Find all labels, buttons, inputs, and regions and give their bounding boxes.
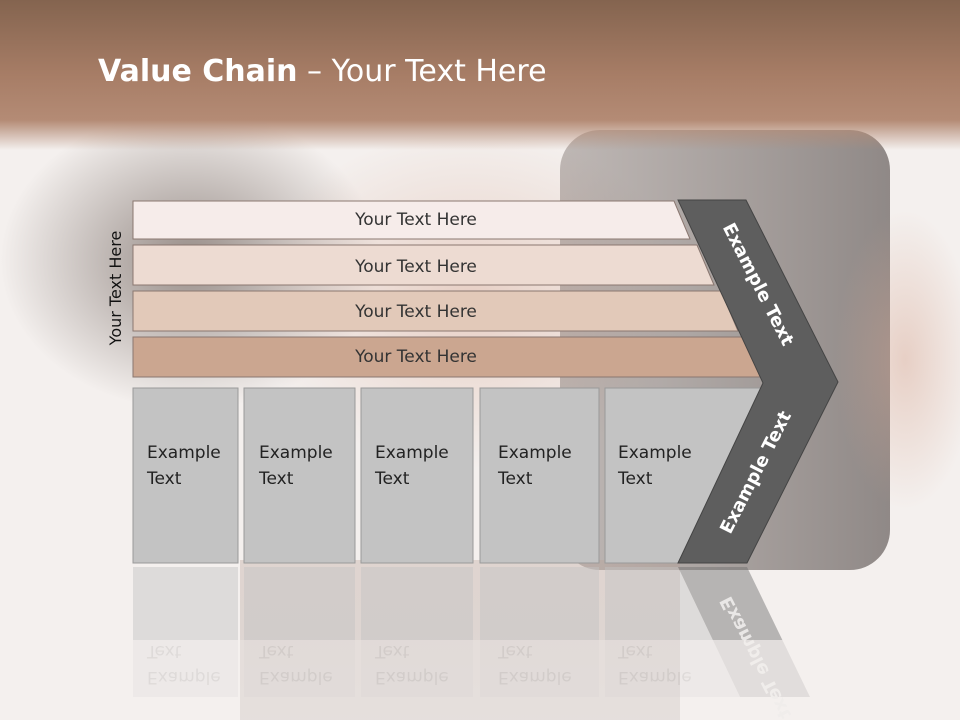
box-1-reflection-line1: Example: [147, 667, 221, 687]
box-1-line2: Text: [146, 469, 182, 489]
box-4: [479, 387, 600, 564]
box-4-line2: Text: [497, 469, 533, 489]
box-2-reflection-line1: Example: [259, 667, 333, 687]
box-4-reflection-line2: Text: [497, 641, 533, 661]
box-4-reflection: [480, 567, 599, 697]
box-3-reflection-line1: Example: [375, 667, 449, 687]
box-4-line1: Example: [498, 443, 572, 463]
box-5-line2: Text: [617, 469, 653, 489]
box-1-reflection: [133, 567, 238, 697]
chevron-shape: [677, 199, 839, 564]
bar-1-label: Your Text Here: [354, 210, 477, 230]
box-3-reflection: [361, 567, 473, 697]
box-2-reflection: [244, 567, 355, 697]
slide-title: Value Chain – Your Text Here: [98, 54, 547, 89]
box-3-line2: Text: [374, 469, 410, 489]
box-1-line1: Example: [147, 443, 221, 463]
reflection-fade: [120, 640, 840, 720]
box-3-reflection-line2: Text: [374, 641, 410, 661]
box-3-line1: Example: [375, 443, 449, 463]
box-5-line1: Example: [618, 443, 692, 463]
boxes-group: Example Text Example Text Example Text E…: [132, 387, 764, 564]
box-1-reflection-line2: Text: [146, 641, 182, 661]
box-1: [132, 387, 239, 564]
bar-2: [132, 244, 715, 286]
box-2-line2: Text: [258, 469, 294, 489]
box-3: [360, 387, 474, 564]
bar-4-label: Your Text Here: [354, 347, 477, 367]
bar-3: [132, 290, 739, 332]
bar-1: [132, 200, 691, 240]
box-5-reflection-line1: Example: [618, 667, 692, 687]
box-5-reflection-line2: Text: [617, 641, 653, 661]
title-bold: Value Chain: [98, 54, 298, 89]
box-2-line1: Example: [259, 443, 333, 463]
box-5-reflection: [605, 567, 740, 697]
title-rest: – Your Text Here: [297, 54, 547, 89]
box-4-reflection-line1: Example: [498, 667, 572, 687]
reflection-group: Example Text Example Text Example Text E…: [120, 567, 840, 720]
bars-group: Your Text Here Your Text Here Your Text …: [132, 200, 764, 378]
box-2: [243, 387, 356, 564]
bar-2-label: Your Text Here: [354, 257, 477, 277]
box-2-reflection-line2: Text: [258, 641, 294, 661]
header-band: [0, 0, 960, 150]
chevron-reflection: [678, 567, 810, 697]
bar-3-label: Your Text Here: [354, 302, 477, 322]
